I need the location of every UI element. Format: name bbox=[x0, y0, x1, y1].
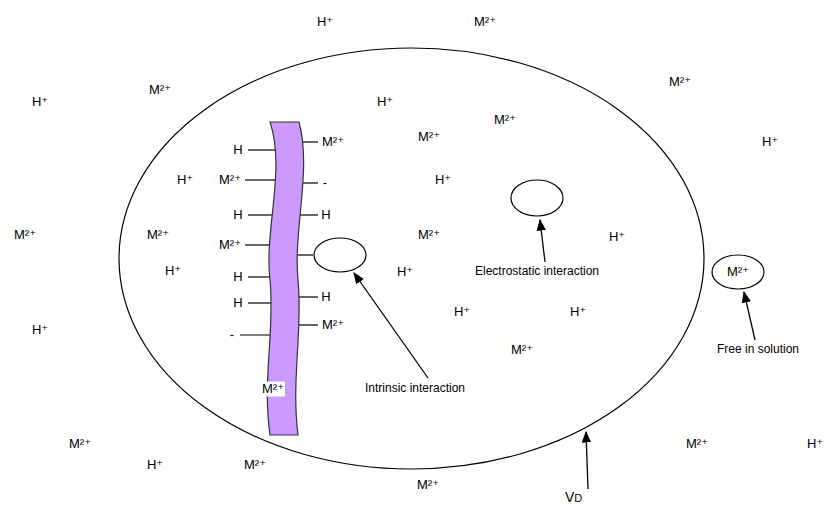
ion-label: H⁺ bbox=[569, 305, 587, 320]
ion-label: M²⁺ bbox=[416, 478, 440, 493]
ion-label: H⁺ bbox=[761, 135, 779, 150]
ion-label: H⁺ bbox=[376, 95, 394, 110]
node-outline bbox=[510, 179, 564, 217]
node-outline bbox=[118, 47, 705, 470]
tick-line bbox=[245, 179, 276, 180]
ion-label: H⁺ bbox=[164, 264, 182, 279]
tick-line bbox=[248, 149, 276, 150]
leader-arrows bbox=[354, 220, 755, 489]
ion-label: M²⁺ bbox=[218, 173, 242, 188]
donnan-volume-ellipse: M²⁺M²⁺VD bbox=[118, 47, 705, 470]
ion-label: M²⁺ bbox=[146, 228, 170, 243]
ion-label: M²⁺ bbox=[685, 437, 709, 452]
ion-label: H bbox=[320, 290, 331, 305]
ion-label: M²⁺ bbox=[148, 83, 172, 98]
ion-label: H⁺ bbox=[434, 173, 452, 188]
ion-label: M²⁺ bbox=[321, 135, 345, 150]
ion-label: H⁺ bbox=[176, 173, 194, 188]
ion-label: H bbox=[232, 270, 243, 285]
callout-label: Intrinsic interaction bbox=[364, 382, 466, 396]
ion-label: M²⁺ bbox=[261, 382, 285, 397]
leader-arrow bbox=[540, 220, 545, 262]
ion-label: M²⁺ bbox=[68, 437, 92, 452]
ellipse-outline bbox=[511, 180, 563, 216]
ion-label: H bbox=[320, 208, 331, 223]
node-outline bbox=[313, 237, 367, 273]
circled-ion: M²⁺ bbox=[510, 179, 564, 217]
ion-label: H⁺ bbox=[316, 15, 334, 30]
ion-label: - bbox=[322, 176, 328, 191]
ion-symbol: M²⁺ bbox=[727, 265, 749, 279]
ion-label: M²⁺ bbox=[243, 458, 267, 473]
ion-label: M²⁺ bbox=[218, 238, 242, 253]
ion-label: H⁺ bbox=[31, 95, 49, 110]
leader-arrow bbox=[354, 273, 428, 378]
ion-label: M²⁺ bbox=[668, 75, 692, 90]
leader-arrow bbox=[744, 292, 755, 340]
ellipse-outline bbox=[712, 255, 764, 289]
callout-label: Electrostatic interaction bbox=[474, 265, 600, 279]
circled-ion: M²⁺ bbox=[313, 237, 367, 273]
ion-label: M²⁺ bbox=[473, 15, 497, 30]
leader-arrow bbox=[586, 432, 588, 489]
ion-label: H⁺ bbox=[31, 323, 49, 338]
ion-label: H⁺ bbox=[608, 230, 626, 245]
ion-label: H bbox=[232, 143, 243, 158]
ion-label: H⁺ bbox=[453, 305, 471, 320]
ion-label: H bbox=[232, 208, 243, 223]
ion-label: H bbox=[232, 296, 243, 311]
ion-label: M²⁺ bbox=[417, 228, 441, 243]
ion-label: H⁺ bbox=[396, 265, 414, 280]
ion-label: M²⁺ bbox=[321, 318, 345, 333]
ion-label: M²⁺ bbox=[510, 343, 534, 358]
ellipse-outline bbox=[119, 48, 704, 469]
ion-label: H⁺ bbox=[806, 437, 824, 452]
ion-label: H⁺ bbox=[146, 458, 164, 473]
ion-label: M²⁺ bbox=[13, 228, 37, 243]
ion-label: - bbox=[229, 328, 235, 343]
ellipse-outline bbox=[314, 238, 366, 272]
ion-label: M²⁺ bbox=[493, 113, 517, 128]
circled-ion: M²⁺ bbox=[711, 254, 765, 290]
ion-label: M²⁺ bbox=[417, 130, 441, 145]
callout-label: Free in solution bbox=[716, 343, 800, 357]
volume-label: VD bbox=[565, 490, 582, 505]
